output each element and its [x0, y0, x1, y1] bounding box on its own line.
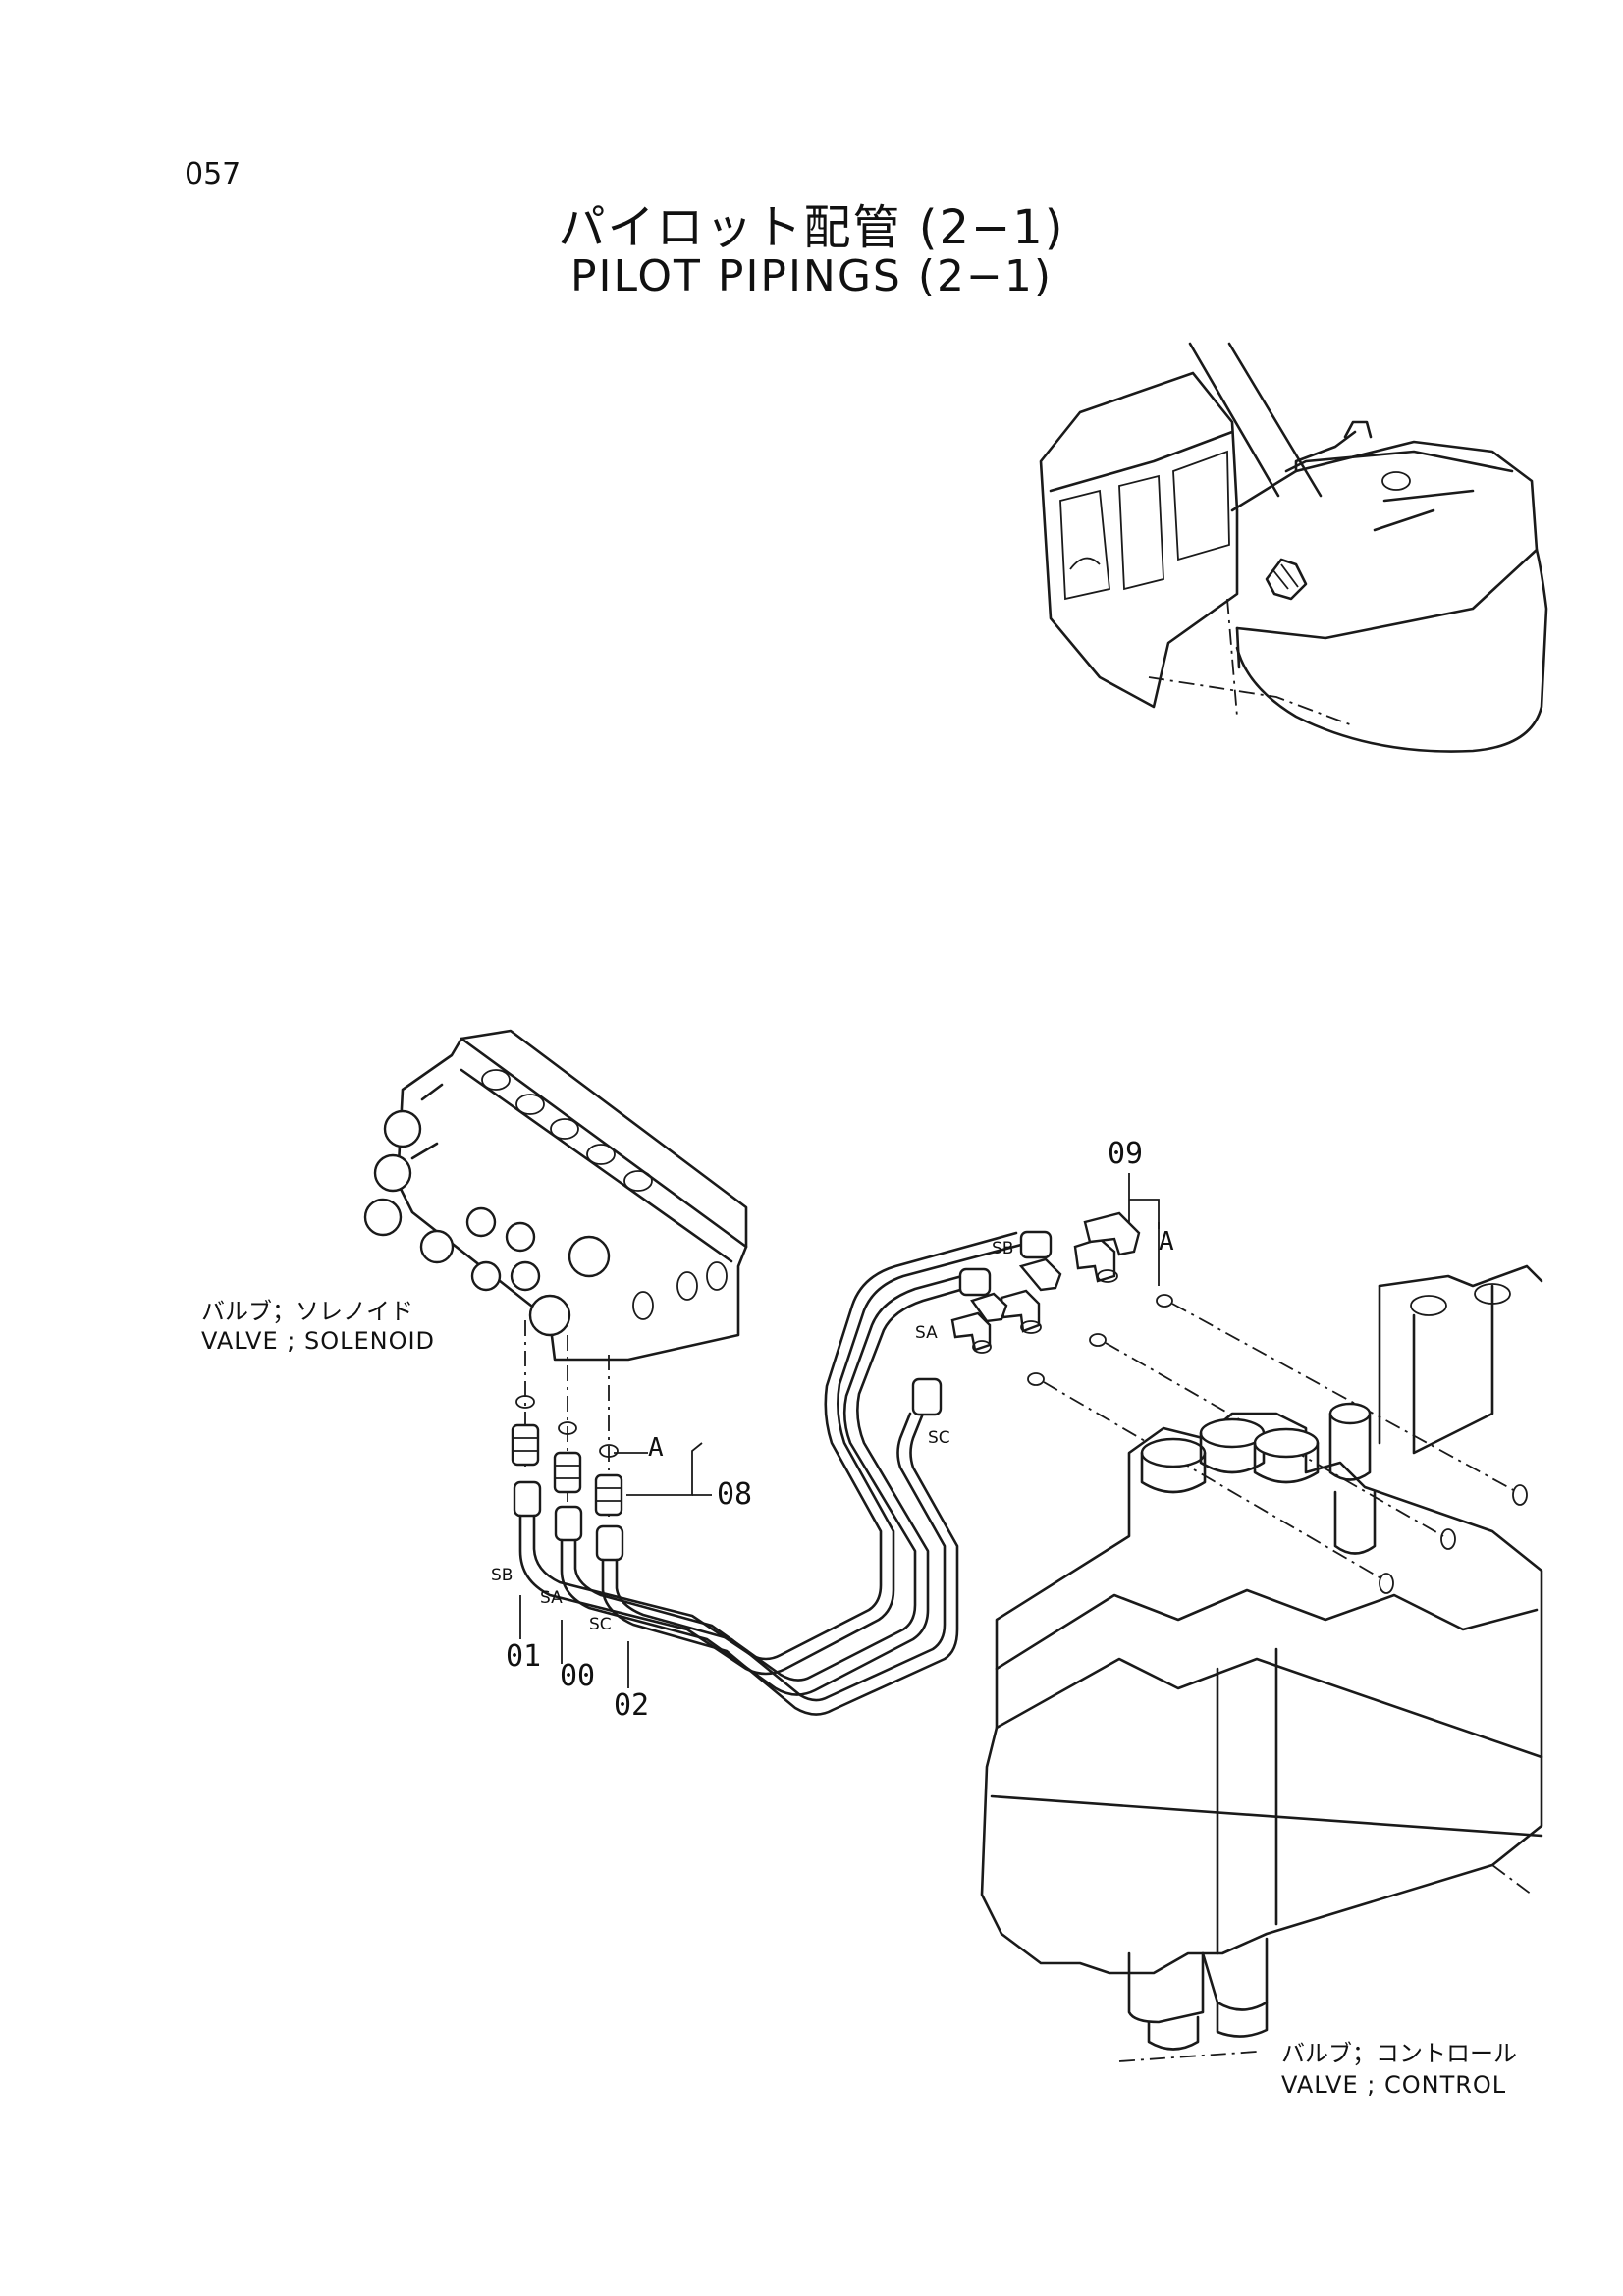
port-label-sc-right: SC [928, 1428, 950, 1448]
part-number-00: 00 [560, 1659, 596, 1693]
o-ring [558, 1421, 577, 1435]
hose-end-fittings [513, 1480, 624, 1562]
control-valve-label-en: VALVE ; CONTROL [1281, 2071, 1507, 2099]
marker-a-left: A [648, 1433, 664, 1463]
marker-a-right: A [1159, 1227, 1174, 1256]
part-number-01: 01 [506, 1639, 542, 1674]
adapter-fittings [511, 1423, 623, 1517]
page-title-en: PILOT PIPINGS (2−1) [569, 251, 1054, 301]
solenoid-valve-block [363, 1029, 748, 1362]
port-label-sb-right: SB [992, 1239, 1014, 1258]
port-label-sc-left: SC [589, 1615, 612, 1634]
o-ring [515, 1395, 535, 1409]
control-valve-block [980, 1264, 1543, 2062]
port-label-sa-right: SA [915, 1323, 938, 1343]
control-valve-label-jp: バルブ；コントロール [1281, 2040, 1517, 2067]
port-label-sb-left: SB [491, 1566, 514, 1585]
pilot-pipes [518, 1231, 1023, 1716]
part-number-08: 08 [717, 1477, 753, 1512]
solenoid-valve-label-jp: バルブ；ソレノイド [201, 1298, 413, 1325]
solenoid-valve-label-en: VALVE ; SOLENOID [201, 1327, 436, 1355]
port-label-sa-left: SA [540, 1588, 563, 1608]
part-number-09: 09 [1108, 1137, 1144, 1171]
o-ring [1156, 1294, 1173, 1308]
o-ring [599, 1444, 619, 1458]
excavator-overview [1039, 342, 1548, 753]
page-number: 057 [185, 157, 242, 191]
o-ring [1089, 1333, 1107, 1347]
part-number-02: 02 [614, 1688, 650, 1723]
page-title-jp: パイロット配管 (2−1) [558, 200, 1065, 255]
right-fittings [911, 1211, 1141, 1416]
o-ring [1027, 1372, 1045, 1386]
